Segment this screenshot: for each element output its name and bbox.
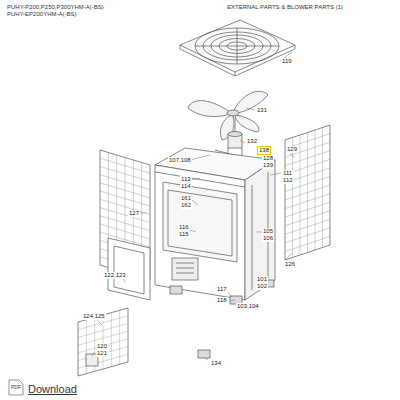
- callout-number: 127: [128, 210, 140, 217]
- callout-number: 114: [180, 183, 192, 190]
- callout-number: 124,125: [82, 313, 106, 320]
- callout-number: 111: [282, 170, 293, 177]
- download-link: Download: [27, 383, 78, 396]
- mesh-line: [100, 199, 150, 214]
- callout-number: 121: [96, 350, 108, 357]
- service-panel: [78, 308, 128, 376]
- callout-number: 129: [286, 146, 298, 153]
- callout-number: 116: [178, 224, 190, 231]
- callout-number: 103,104: [236, 303, 260, 310]
- callout-number: 115: [178, 231, 190, 238]
- callout-number: 131: [256, 107, 268, 114]
- callout-number: 105: [262, 228, 274, 235]
- callout-number: 101: [256, 276, 268, 283]
- mesh-line: [285, 202, 330, 217]
- side-mesh: [285, 125, 330, 260]
- mesh-line: [78, 323, 128, 337]
- callout-number: 161: [180, 195, 192, 202]
- callout-number: 107,108: [168, 157, 192, 164]
- pdf-icon: [9, 380, 23, 395]
- mesh-line: [100, 216, 150, 231]
- icon-label: PDF: [10, 384, 22, 390]
- callout-number: 117: [216, 286, 228, 293]
- callout-number: 102: [256, 283, 268, 290]
- callout-number: 119: [281, 58, 293, 65]
- mesh-line: [119, 310, 120, 364]
- cabinet: [155, 148, 275, 304]
- mesh-line: [100, 175, 150, 190]
- mesh-line: [285, 219, 330, 234]
- model-name: PUHY-P200,P250,P300YHM-A(-BS): [6, 4, 105, 11]
- model-name: PUHY-EP200YHM-A(-BS): [6, 11, 77, 18]
- fan-blade: [188, 91, 268, 140]
- callout-number: 118: [216, 297, 228, 304]
- callout-number: 126: [284, 261, 296, 268]
- callout-number: 132: [246, 138, 258, 145]
- front-panel: [108, 238, 150, 300]
- mesh-line: [103, 315, 104, 369]
- fan-guard: [180, 20, 295, 76]
- mesh-line: [100, 166, 150, 181]
- mesh-line: [285, 194, 330, 209]
- mesh-line: [285, 185, 330, 200]
- callout-number: 113: [180, 176, 192, 183]
- callout-number: 138: [257, 146, 271, 155]
- callout-number: 128: [262, 155, 274, 162]
- callout-number: 120: [96, 343, 108, 350]
- callout-number: 112: [282, 177, 294, 184]
- callout-number: 139: [262, 162, 274, 169]
- foot-block: [198, 350, 210, 358]
- mesh-line: [100, 191, 150, 206]
- mesh-line: [285, 142, 330, 157]
- mesh-line: [100, 224, 150, 239]
- callout-number: 134: [210, 360, 222, 367]
- mesh-line: [111, 313, 112, 367]
- leader-line: [92, 52, 295, 360]
- mesh-line: [285, 236, 330, 251]
- callout-number: 162: [180, 202, 192, 209]
- mesh-line: [100, 158, 150, 173]
- mesh-line: [100, 183, 150, 198]
- mesh-line: [100, 208, 150, 223]
- title: EXTERNAL PARTS & BLOWER PARTS (1): [226, 4, 344, 11]
- callout-number: 106: [262, 235, 274, 242]
- mesh-line: [285, 228, 330, 243]
- callout-number: 122,123: [103, 272, 127, 279]
- mesh-line: [285, 211, 330, 226]
